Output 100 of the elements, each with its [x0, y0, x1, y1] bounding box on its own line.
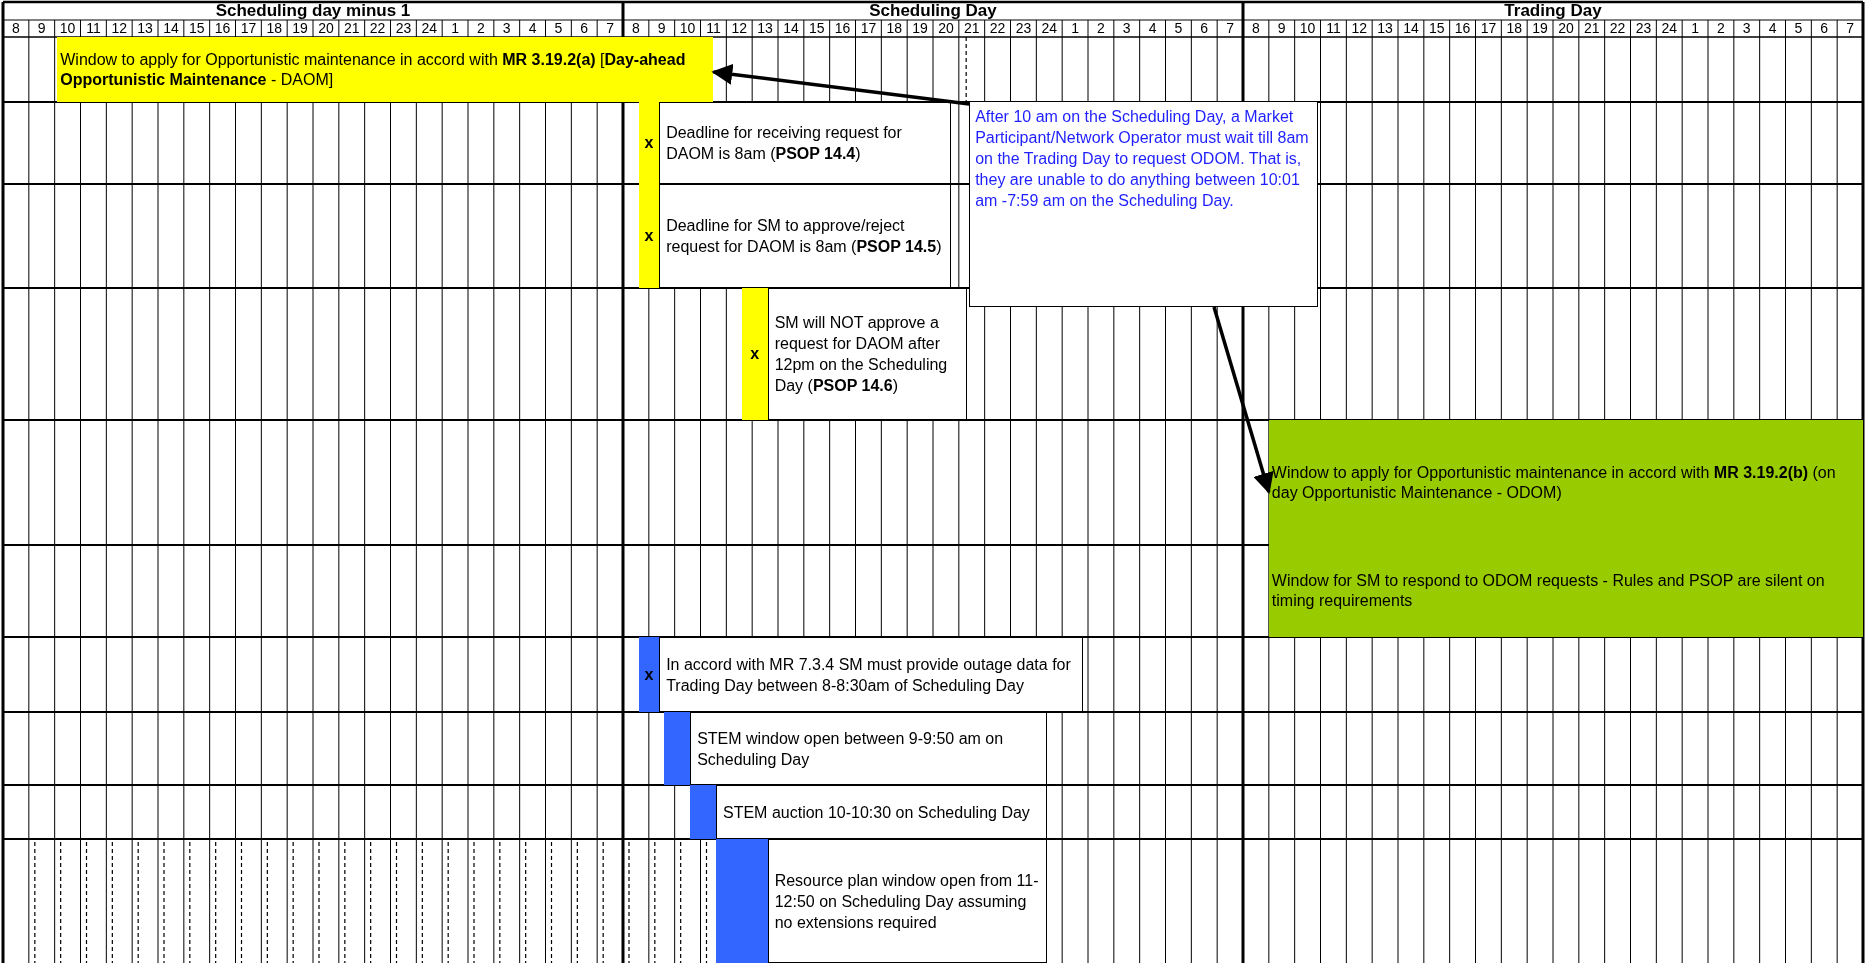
- hour-label: 6: [1819, 20, 1830, 37]
- hour-label: 3: [501, 20, 512, 37]
- task-description: In accord with MR 7.3.4 SM must provide outage data for Trading Day between 8-8:30am of Scheduling Day: [659, 637, 1083, 712]
- hour-label: 12: [110, 20, 129, 37]
- hour-label: 11: [1325, 20, 1342, 37]
- hour-label: 8: [11, 20, 21, 37]
- hour-label: 7: [1845, 20, 1855, 37]
- hour-label: 10: [58, 20, 77, 37]
- hour-label: 16: [213, 20, 232, 37]
- hour-label: 24: [1660, 20, 1679, 37]
- task-description: STEM auction 10-10:30 on Scheduling Day: [716, 785, 1047, 839]
- hour-label: 23: [394, 20, 413, 37]
- day-heading: Trading Day: [1503, 2, 1603, 20]
- hour-label: 22: [988, 20, 1007, 37]
- hour-label: 2: [1096, 20, 1106, 37]
- milestone-marker: x: [643, 664, 655, 685]
- day-heading: Scheduling Day: [868, 2, 998, 20]
- task-description: Deadline for SM to approve/reject request for DAOM is 8am (PSOP 14.5): [659, 184, 952, 288]
- task-description: Resource plan window open from 11-12:50 on Scheduling Day assuming no extensions required: [767, 839, 1047, 963]
- hour-label: 23: [1634, 20, 1653, 37]
- hour-label: 3: [1121, 20, 1132, 37]
- hour-label: 11: [705, 20, 722, 37]
- task-description: STEM window open between 9-9:50 am on Scheduling Day: [690, 712, 1047, 785]
- hour-label: 22: [368, 20, 387, 37]
- hour-label: 6: [1199, 20, 1210, 37]
- callout-box: [969, 101, 1318, 307]
- hour-label: 10: [678, 20, 697, 37]
- arrow: [1212, 306, 1274, 494]
- hour-label: 14: [162, 20, 180, 37]
- timeline-bar: [741, 288, 768, 420]
- hour-label: 13: [756, 20, 774, 37]
- hour-label: 15: [187, 20, 206, 37]
- hour-label: 18: [1505, 20, 1524, 37]
- hour-label: 21: [342, 20, 361, 37]
- milestone-marker: x: [749, 344, 761, 364]
- hour-label: 15: [807, 20, 826, 37]
- hour-label: 2: [1716, 20, 1726, 37]
- hour-label: 1: [1690, 20, 1700, 37]
- hour-label: 20: [937, 20, 955, 37]
- hour-label: 14: [1402, 20, 1420, 37]
- hour-label: 19: [291, 20, 309, 37]
- timeline-bar: [690, 785, 716, 839]
- hour-label: 4: [1147, 20, 1158, 37]
- hour-label: 11: [85, 20, 102, 37]
- hour-label: 5: [1793, 20, 1804, 37]
- hour-label: 4: [1767, 20, 1778, 37]
- hour-label: 8: [1251, 20, 1261, 37]
- hour-label: 16: [833, 20, 852, 37]
- timeline-bar: [638, 184, 660, 288]
- hour-label: 1: [1070, 20, 1080, 37]
- hour-label: 16: [1453, 20, 1472, 37]
- hour-label: 24: [420, 20, 439, 37]
- hour-label: 2: [476, 20, 486, 37]
- hour-label: 17: [239, 20, 258, 37]
- hour-label: 18: [885, 20, 904, 37]
- hour-label: 20: [317, 20, 335, 37]
- milestone-marker: x: [643, 226, 655, 246]
- hour-label: 4: [527, 20, 538, 37]
- hour-label: 23: [1014, 20, 1033, 37]
- hour-label: 14: [782, 20, 800, 37]
- timeline-bar: [716, 839, 768, 963]
- hour-label: 7: [605, 20, 615, 37]
- hour-label: 12: [1350, 20, 1369, 37]
- hour-label: 19: [1531, 20, 1549, 37]
- hour-label: 3: [1741, 20, 1752, 37]
- milestone-marker: x: [643, 133, 655, 153]
- hour-label: 21: [962, 20, 981, 37]
- hour-label: 13: [1376, 20, 1394, 37]
- task-description: Deadline for receiving request for DAOM is 8am (PSOP 14.4): [659, 102, 952, 184]
- hour-label: 24: [1040, 20, 1059, 37]
- hour-label: 10: [1298, 20, 1317, 37]
- hour-label: 9: [1276, 20, 1287, 37]
- hour-label: 6: [579, 20, 590, 37]
- callout-text: After 10 am on the Scheduling Day, a Market Participant/Network Operator must wait till 8am on the Trading Day to request ODOM. That is, they are unable to do anything between 10:01 am -7:59 am on the Scheduling Day.: [975, 107, 1310, 211]
- hour-label: 20: [1557, 20, 1575, 37]
- hour-label: 13: [136, 20, 154, 37]
- hour-label: 9: [36, 20, 47, 37]
- hour-label: 12: [730, 20, 749, 37]
- bar-text: Window to apply for Opportunistic maintenance in accord with MR 3.19.2(a) [Day-ahead Opportunistic Maintenance - DAOM]: [59, 49, 687, 90]
- hour-label: 1: [450, 20, 460, 37]
- hour-label: 5: [553, 20, 564, 37]
- timeline-bar: [57, 37, 714, 102]
- day-heading: Scheduling day minus 1: [214, 2, 412, 20]
- hour-label: 19: [911, 20, 929, 37]
- task-description: SM will NOT approve a request for DAOM after 12pm on the Scheduling Day (PSOP 14.6): [767, 288, 967, 420]
- timeline-bar: [664, 712, 691, 785]
- timeline-bar: [1268, 545, 1863, 637]
- hour-label: 22: [1608, 20, 1627, 37]
- hour-label: 17: [1479, 20, 1498, 37]
- bar-text: Window to apply for Opportunistic maintenance in accord with MR 3.19.2(b) (on day Opportunistic Maintenance - ODOM): [1270, 462, 1837, 503]
- arrow: [711, 63, 970, 106]
- hour-label: 5: [1173, 20, 1184, 37]
- timeline-bar: [638, 637, 660, 712]
- hour-label: 18: [265, 20, 284, 37]
- hour-label: 15: [1427, 20, 1446, 37]
- hour-label: 8: [631, 20, 641, 37]
- hour-label: 9: [656, 20, 667, 37]
- bar-text: Window for SM to respond to ODOM requests - Rules and PSOP are silent on timing requirements: [1270, 571, 1826, 611]
- hour-label: 17: [859, 20, 878, 37]
- hour-label: 7: [1225, 20, 1235, 37]
